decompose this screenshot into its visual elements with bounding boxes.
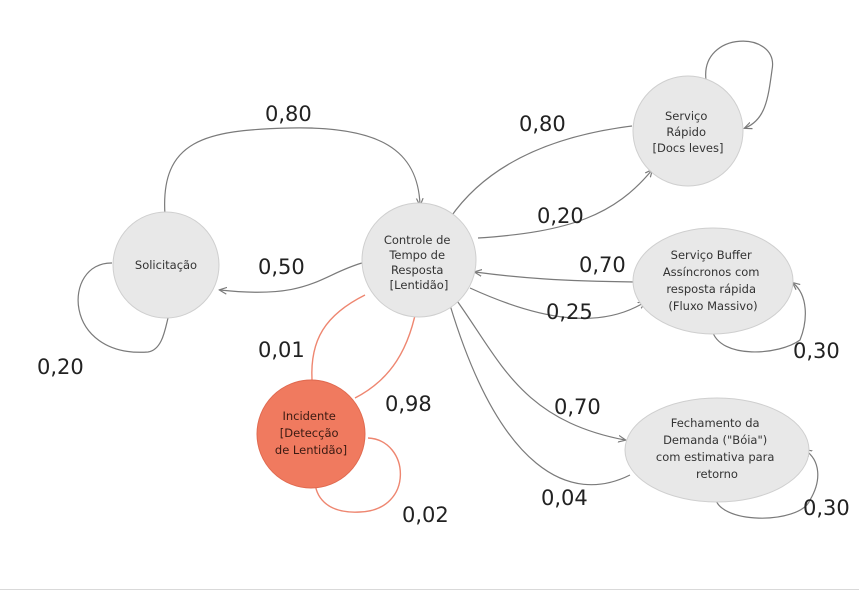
node-servico-rapido: Serviço Rápido [Docs leves] — [632, 75, 744, 187]
node-incidente-line-2: [Detecção — [280, 426, 339, 440]
bottom-divider — [0, 589, 859, 590]
node-servico-buffer-line-4: (Fluxo Massivo) — [668, 299, 757, 313]
node-controle-line-1: Controle de — [384, 233, 451, 247]
edge-servico-buffer-self — [711, 283, 806, 353]
svg-text:Serviço Rápido [Do: Serviço Rápido [Docs leves] — [653, 109, 724, 155]
edge-controle-to-fechamento — [454, 297, 625, 440]
edge-solicitacao-to-controle — [164, 127, 420, 216]
node-fechamento-line-2: Demanda ("Bóia") — [663, 433, 767, 447]
prob-solicitacao-self: 0,20 — [37, 355, 84, 379]
edge-controle-to-servico-rapido — [449, 125, 633, 219]
node-incidente-line-3: de Lentidão] — [275, 443, 347, 457]
prob-controle-to-servico-rapido: 0,80 — [519, 112, 566, 136]
node-controle-line-3: Resposta — [391, 263, 443, 277]
svg-text:Serviço Buffer Assíncron: Serviço Buffer Assíncronos com resposta … — [663, 248, 763, 313]
node-fechamento-line-1: Fechamento da — [671, 416, 760, 430]
prob-servico-rapido-to-controle: 0,20 — [537, 204, 584, 228]
svg-text:Solicitação: Solicitação — [135, 258, 197, 272]
prob-servico-buffer-to-controle: 0,70 — [579, 253, 626, 277]
node-servico-rapido-line-1: Serviço — [665, 109, 707, 123]
node-fechamento-line-4: retorno — [696, 467, 738, 481]
node-servico-buffer-line-2: Assíncronos com — [663, 265, 760, 279]
node-controle-line-2: Tempo de — [388, 248, 445, 262]
prob-controle-to-solicitacao: 0,50 — [258, 255, 305, 279]
node-servico-rapido-line-2: Rápido — [666, 125, 706, 139]
node-controle: Controle de Tempo de Resposta [Lentidão] — [361, 202, 477, 318]
node-solicitacao: Solicitação — [112, 211, 220, 319]
node-servico-buffer-line-1: Serviço Buffer — [671, 248, 752, 262]
node-solicitacao-label: Solicitação — [135, 258, 197, 272]
edge-controle-to-incidente — [311, 294, 366, 381]
svg-text:Controle de Tempo de: Controle de Tempo de Resposta [Lentidão] — [384, 233, 454, 292]
node-controle-line-4: [Lentidão] — [390, 278, 449, 292]
edge-controle-to-servico-buffer — [469, 287, 645, 319]
prob-controle-to-fechamento: 0,70 — [554, 395, 601, 419]
node-fechamento-line-3: com estimativa para — [656, 450, 775, 464]
edge-servico-rapido-self — [705, 40, 774, 128]
svg-text:Incidente [Detecção: Incidente [Detecção de Lentidão] — [275, 409, 347, 457]
edge-servico-buffer-to-controle — [475, 272, 636, 283]
edge-solicitacao-self — [77, 262, 169, 353]
node-incidente-line-1: Incidente — [282, 409, 335, 423]
svg-text:Fechamento da Demanda (: Fechamento da Demanda ("Bóia") com estim… — [656, 416, 778, 481]
node-servico-buffer-line-3: resposta rápida — [666, 282, 756, 296]
prob-fechamento-self: 0,30 — [803, 496, 850, 520]
prob-fechamento-to-controle: 0,04 — [541, 486, 588, 510]
edge-incidente-self — [314, 437, 401, 513]
prob-controle-to-incidente: 0,01 — [258, 338, 305, 362]
edge-fechamento-to-controle — [449, 304, 631, 486]
prob-incidente-to-controle: 0,98 — [385, 392, 432, 416]
edge-fechamento-self — [714, 450, 819, 519]
edge-controle-to-solicitacao — [220, 262, 363, 292]
node-servico-buffer: Serviço Buffer Assíncronos com resposta … — [632, 227, 794, 335]
prob-servico-buffer-self: 0,30 — [793, 339, 840, 363]
prob-incidente-self: 0,02 — [402, 503, 449, 527]
prob-controle-to-servico-buffer: 0,25 — [546, 300, 593, 324]
node-servico-rapido-line-3: [Docs leves] — [653, 141, 724, 155]
node-fechamento: Fechamento da Demanda ("Bóia") com estim… — [624, 397, 810, 503]
node-incidente: Incidente [Detecção de Lentidão] — [256, 379, 366, 489]
prob-solicitacao-to-controle: 0,80 — [265, 102, 312, 126]
edge-servico-rapido-to-controle — [477, 170, 652, 239]
